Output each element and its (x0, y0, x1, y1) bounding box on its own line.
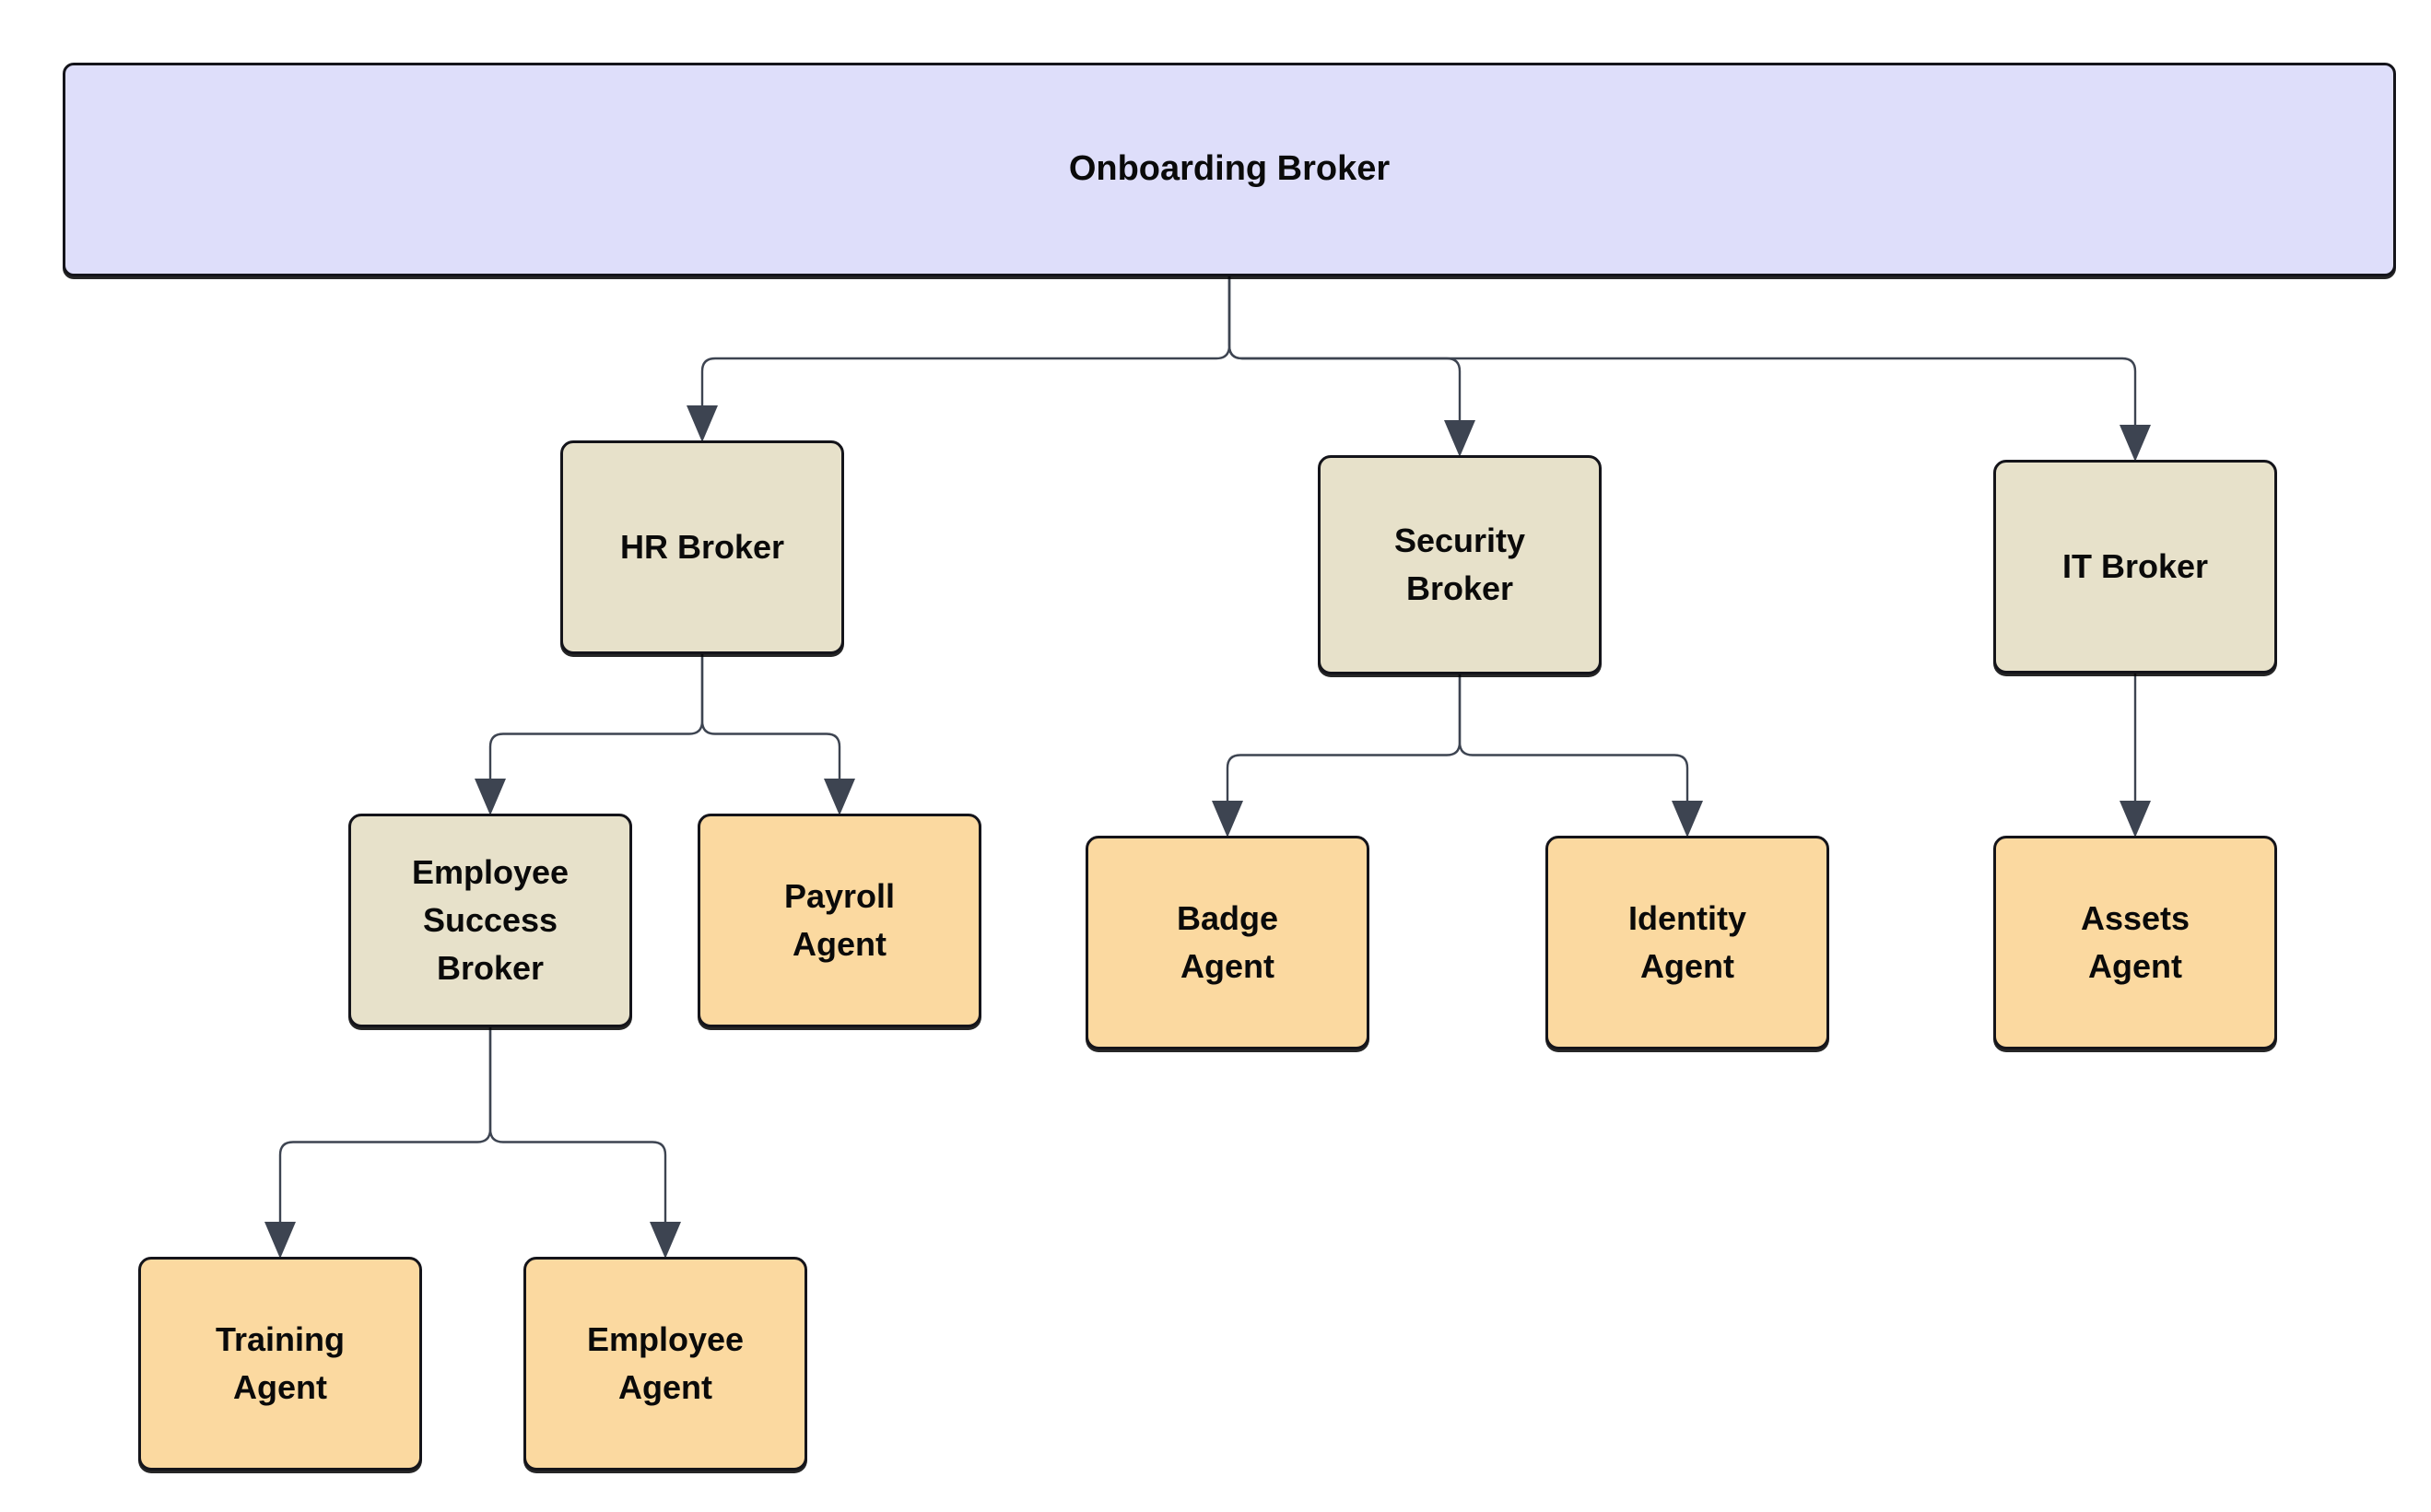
arrowhead-icon-badge-agent (1212, 801, 1243, 838)
node-security-broker[interactable]: Security Broker (1318, 455, 1602, 674)
node-employee-agent[interactable]: Employee Agent (523, 1257, 807, 1471)
arrowhead-icon-security-broker (1444, 420, 1475, 457)
node-identity-agent[interactable]: Identity Agent (1545, 836, 1829, 1049)
arrowhead-icon-training-agent (264, 1222, 296, 1259)
arrowhead-icon-identity-agent (1672, 801, 1703, 838)
node-payroll-agent[interactable]: Payroll Agent (698, 814, 981, 1027)
edge-hr-broker-to-employee-success-broker (488, 654, 704, 786)
edge-onboarding-broker-to-security-broker (1227, 276, 1462, 428)
arrowhead-icon-assets-agent (2120, 801, 2151, 838)
edge-hr-broker-to-payroll-agent (700, 654, 841, 786)
arrowhead-icon-employee-success-broker (475, 779, 506, 815)
edge-onboarding-broker-to-hr-broker (700, 276, 1231, 413)
edge-employee-success-broker-to-employee-agent (488, 1027, 667, 1229)
arrowhead-icon-payroll-agent (824, 779, 855, 815)
arrowhead-icon-hr-broker (687, 405, 718, 442)
edge-onboarding-broker-to-it-broker (1227, 276, 2137, 432)
edge-employee-success-broker-to-training-agent (278, 1027, 492, 1229)
edge-security-broker-to-badge-agent (1226, 674, 1462, 808)
node-onboarding-broker[interactable]: Onboarding Broker (63, 63, 2396, 276)
node-training-agent[interactable]: Training Agent (138, 1257, 422, 1471)
node-employee-success-broker[interactable]: Employee Success Broker (348, 814, 632, 1027)
edge-security-broker-to-identity-agent (1458, 674, 1689, 808)
arrowhead-icon-employee-agent (650, 1222, 681, 1259)
node-badge-agent[interactable]: Badge Agent (1086, 836, 1369, 1049)
arrowhead-icon-it-broker (2120, 425, 2151, 462)
node-assets-agent[interactable]: Assets Agent (1993, 836, 2277, 1049)
node-hr-broker[interactable]: HR Broker (560, 440, 844, 654)
node-it-broker[interactable]: IT Broker (1993, 460, 2277, 674)
